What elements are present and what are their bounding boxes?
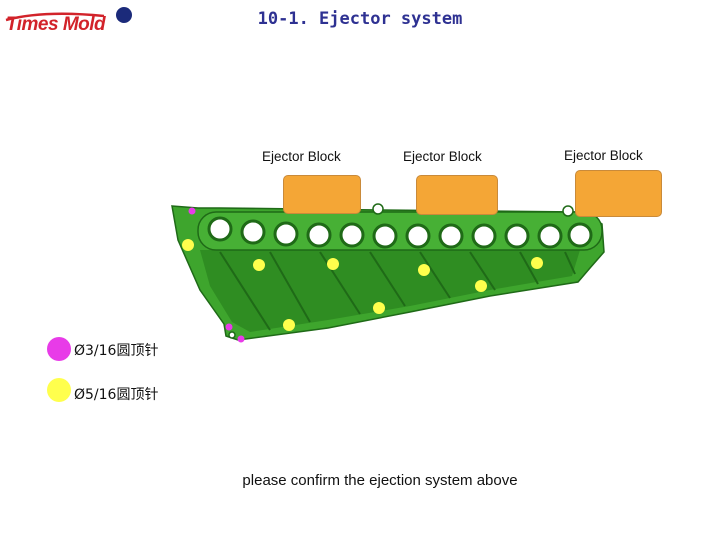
yellow-pins <box>182 239 543 331</box>
ejector-block-label-1: Ejector Block <box>262 149 341 164</box>
ejector-block-3 <box>575 170 662 217</box>
ejector-block-2 <box>416 175 498 215</box>
part-ribs <box>219 251 576 331</box>
part-holes <box>207 216 593 249</box>
part-inner-section <box>200 250 580 332</box>
logo-dot-icon <box>116 7 132 23</box>
logo-text: Times Mold <box>6 14 106 35</box>
ejector-block-label-3: Ejector Block <box>564 148 643 163</box>
logo-swoosh-icon <box>5 12 105 22</box>
times-mold-logo: Times Mold <box>4 6 134 40</box>
legend-magenta-label: Ø3/16圆顶针 <box>74 343 159 359</box>
ejector-part-drawing <box>171 203 605 343</box>
part-bosses <box>228 203 574 339</box>
magenta-pins <box>188 207 245 343</box>
footer-note: please confirm the ejection system above <box>242 472 518 489</box>
page-title: 10-1. Ejector system <box>257 9 463 29</box>
part-top-rail <box>197 211 603 251</box>
ejector-block-1 <box>283 175 361 214</box>
legend-yellow-label: Ø5/16圆顶针 <box>74 387 159 403</box>
ejector-block-label-2: Ejector Block <box>403 149 482 164</box>
legend-yellow-dot-icon <box>47 378 71 402</box>
legend-magenta-dot-icon <box>47 337 71 361</box>
